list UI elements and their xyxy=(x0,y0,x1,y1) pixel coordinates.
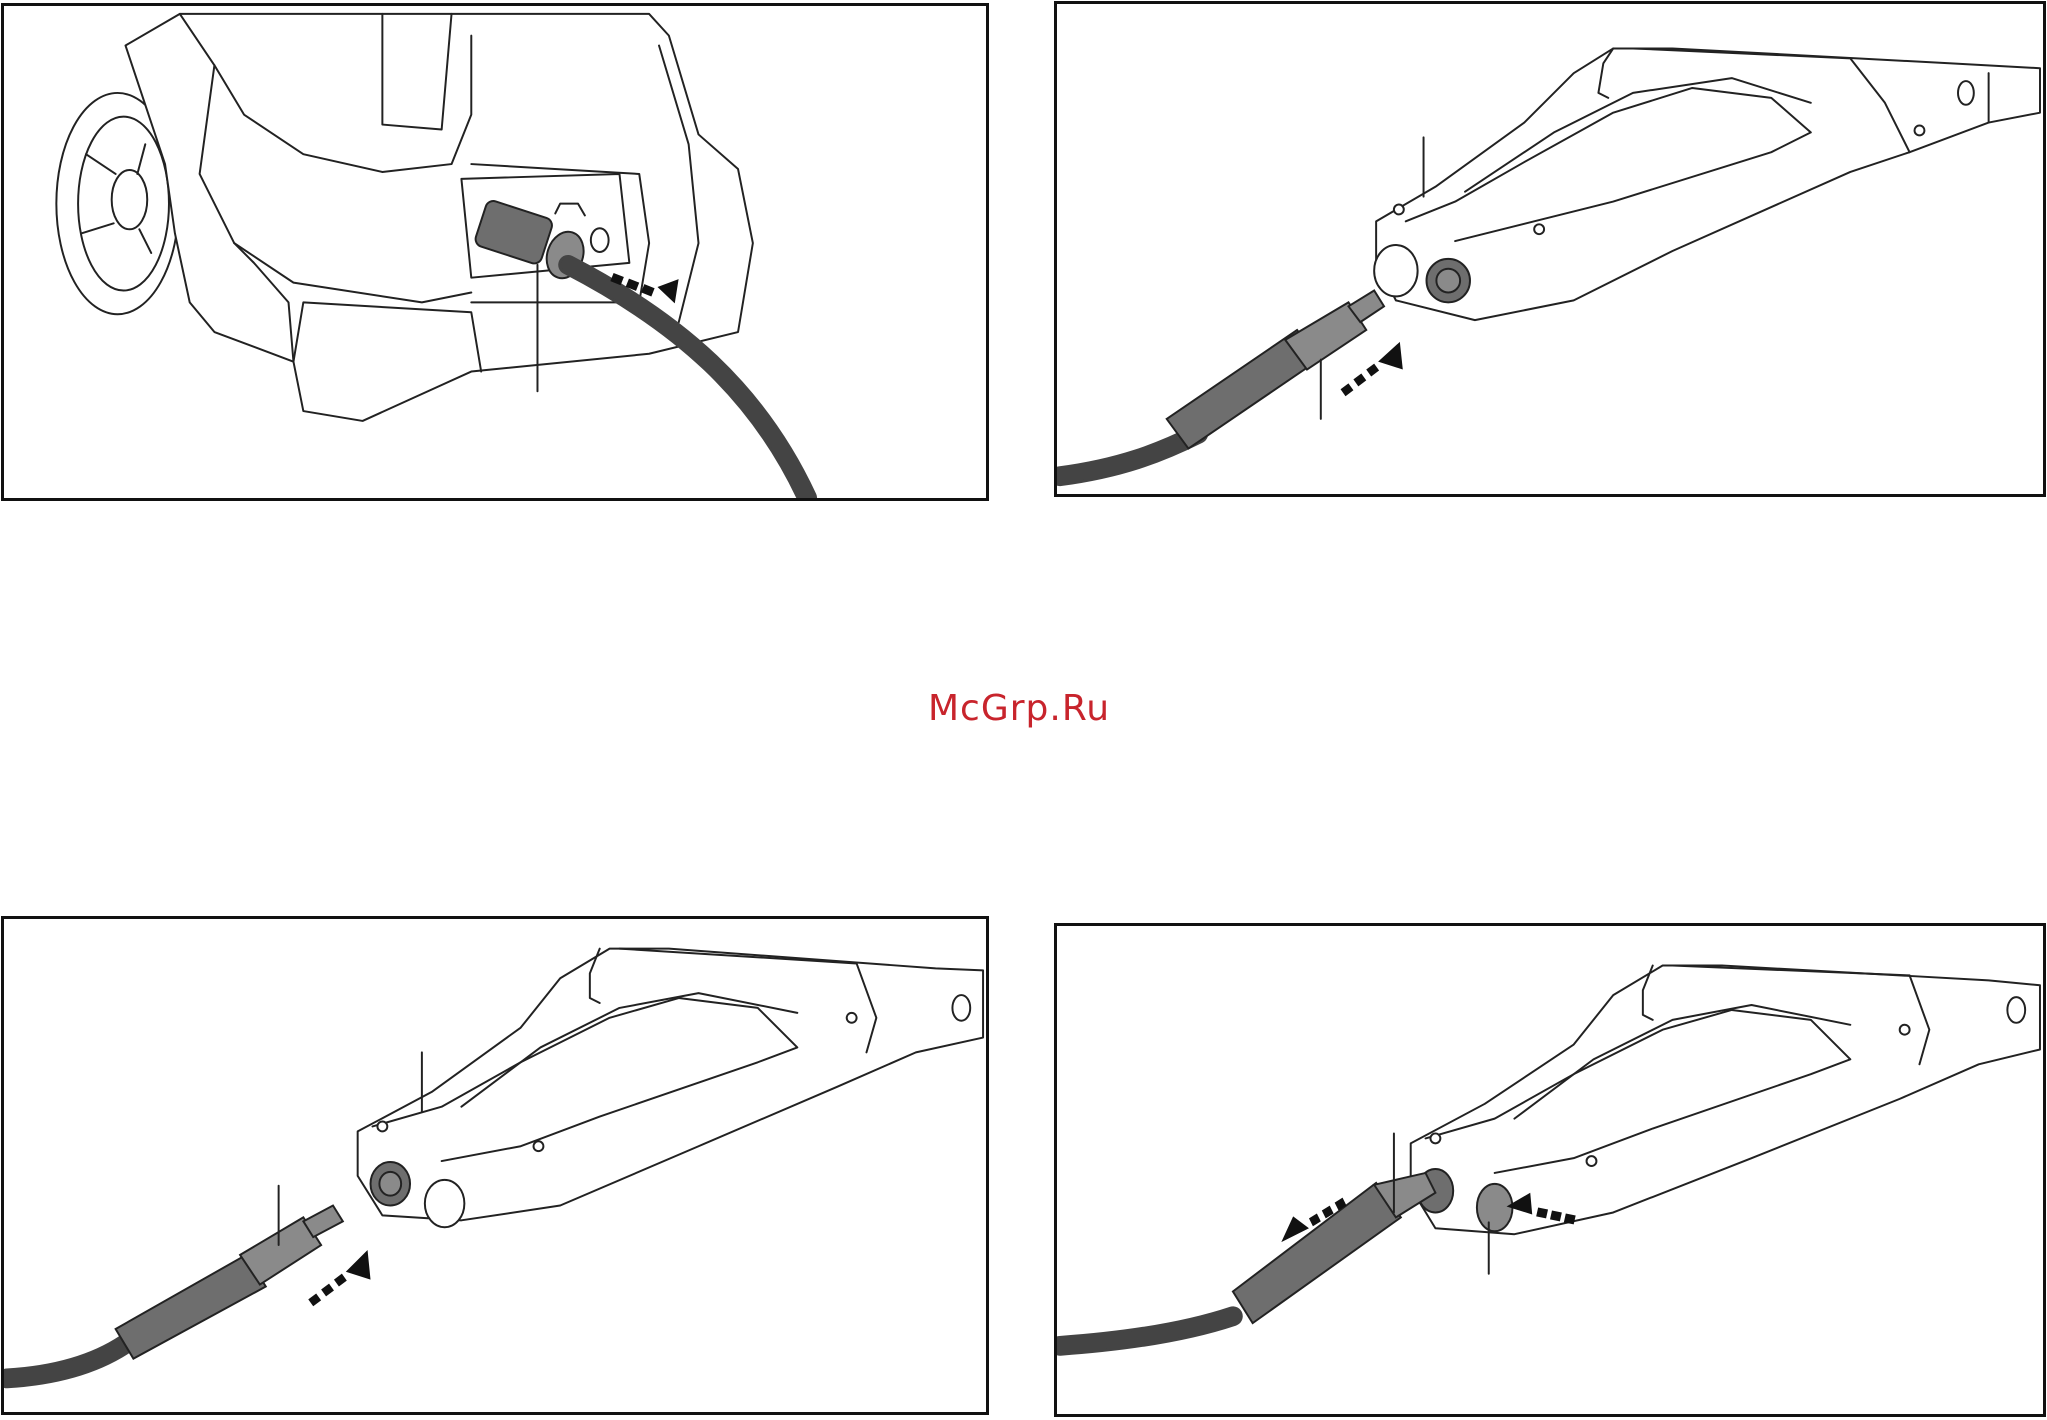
hose-ferrule-3 xyxy=(1233,1183,1401,1323)
watermark-text: McGrp.Ru xyxy=(928,688,1110,729)
illustration-panel-insert-hose xyxy=(1054,1,2046,497)
spray-gun-illustration-3 xyxy=(1057,926,2043,1414)
spray-gun-illustration xyxy=(1057,4,2043,494)
direction-arrow-icon xyxy=(308,1250,370,1306)
direction-arrow-icon xyxy=(1341,342,1403,396)
spray-gun-illustration-2 xyxy=(4,919,986,1412)
illustration-panel-detach-hose xyxy=(1,3,989,501)
washer-body-illustration xyxy=(4,6,986,498)
illustration-panel-insert-hose-2 xyxy=(1,916,989,1415)
gun-release-knob xyxy=(1477,1184,1513,1231)
spray-gun-body-2 xyxy=(358,949,983,1221)
gun-lock-knob-2 xyxy=(425,1180,465,1227)
gun-lock-knob xyxy=(1374,245,1417,296)
illustration-panel-release-hose xyxy=(1054,923,2046,1417)
hose-ferrule-2 xyxy=(116,1255,266,1359)
